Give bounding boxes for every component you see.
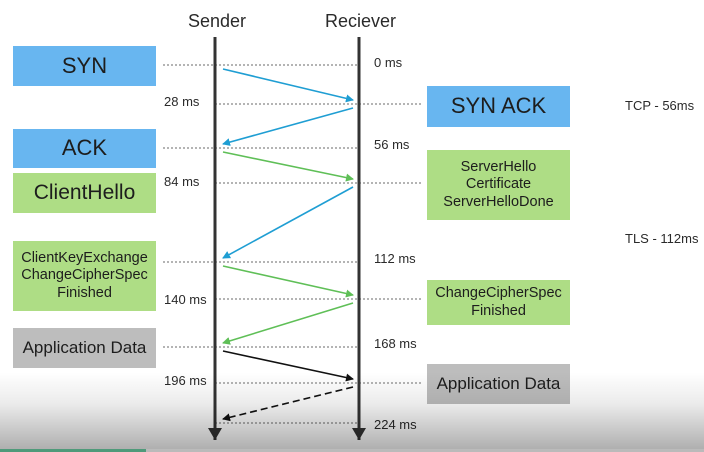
tls-duration-note: TLS - 112ms xyxy=(625,231,699,246)
receiver-header: Reciever xyxy=(325,11,397,31)
message-arrow-receiver xyxy=(222,302,354,345)
box-line: ClientHello xyxy=(33,181,136,205)
video-progress-fill xyxy=(0,449,146,452)
box-line: ChangeCipherSpec xyxy=(435,285,562,302)
sender-header: Sender xyxy=(188,11,247,31)
time-label: 84 ms xyxy=(164,174,200,189)
box-text: SYN xyxy=(62,53,107,79)
box-line: ServerHello xyxy=(460,158,537,175)
syn-box: SYN xyxy=(13,46,156,86)
message-arrow-sender xyxy=(222,265,354,298)
serverhello-box: ServerHello Certificate ServerHelloDone xyxy=(427,150,570,220)
message-arrow-sender xyxy=(222,350,354,382)
box-line: ServerHelloDone xyxy=(443,193,554,210)
box-line: Certificate xyxy=(465,176,532,193)
box-line: ClientKeyExchange xyxy=(21,249,148,266)
box-line: SYN xyxy=(61,52,108,78)
time-label: 0 ms xyxy=(374,55,403,70)
box-line: Finished xyxy=(471,302,526,319)
time-label: 140 ms xyxy=(164,292,207,307)
clienthello-box: ClientHello xyxy=(13,173,156,213)
box-line: SYN ACK xyxy=(450,93,547,119)
time-label: 168 ms xyxy=(374,336,417,351)
message-arrow-sender xyxy=(222,68,354,103)
video-progress-bar[interactable] xyxy=(0,449,704,452)
time-label: 112 ms xyxy=(374,251,416,266)
server-changecipherspec-box: ChangeCipherSpec Finished xyxy=(427,280,570,325)
box-line: Finished xyxy=(57,284,112,301)
synack-box: SYN ACK xyxy=(427,86,570,127)
sender-application-data-box: Application Data xyxy=(13,328,156,368)
tcp-duration-note: TCP - 56ms xyxy=(625,98,695,113)
message-arrow-receiver xyxy=(222,186,354,259)
time-label: 196 ms xyxy=(164,373,207,388)
time-label: 56 ms xyxy=(374,137,410,152)
message-arrow-receiver xyxy=(222,386,354,422)
time-label: 224 ms xyxy=(374,417,417,432)
message-arrow-sender xyxy=(222,151,354,182)
box-line: Application Data xyxy=(22,337,147,357)
box-line: ChangeCipherSpec xyxy=(21,267,148,284)
receiver-application-data-box: Application Data xyxy=(427,364,570,404)
box-line: Application Data xyxy=(436,373,561,393)
ack-box: ACK xyxy=(13,129,156,168)
message-arrow-receiver xyxy=(222,107,354,146)
box-line: ACK xyxy=(61,135,108,161)
time-label: 28 ms xyxy=(164,94,200,109)
clientkeyexchange-box: ClientKeyExchange ChangeCipherSpec Finis… xyxy=(13,241,156,311)
